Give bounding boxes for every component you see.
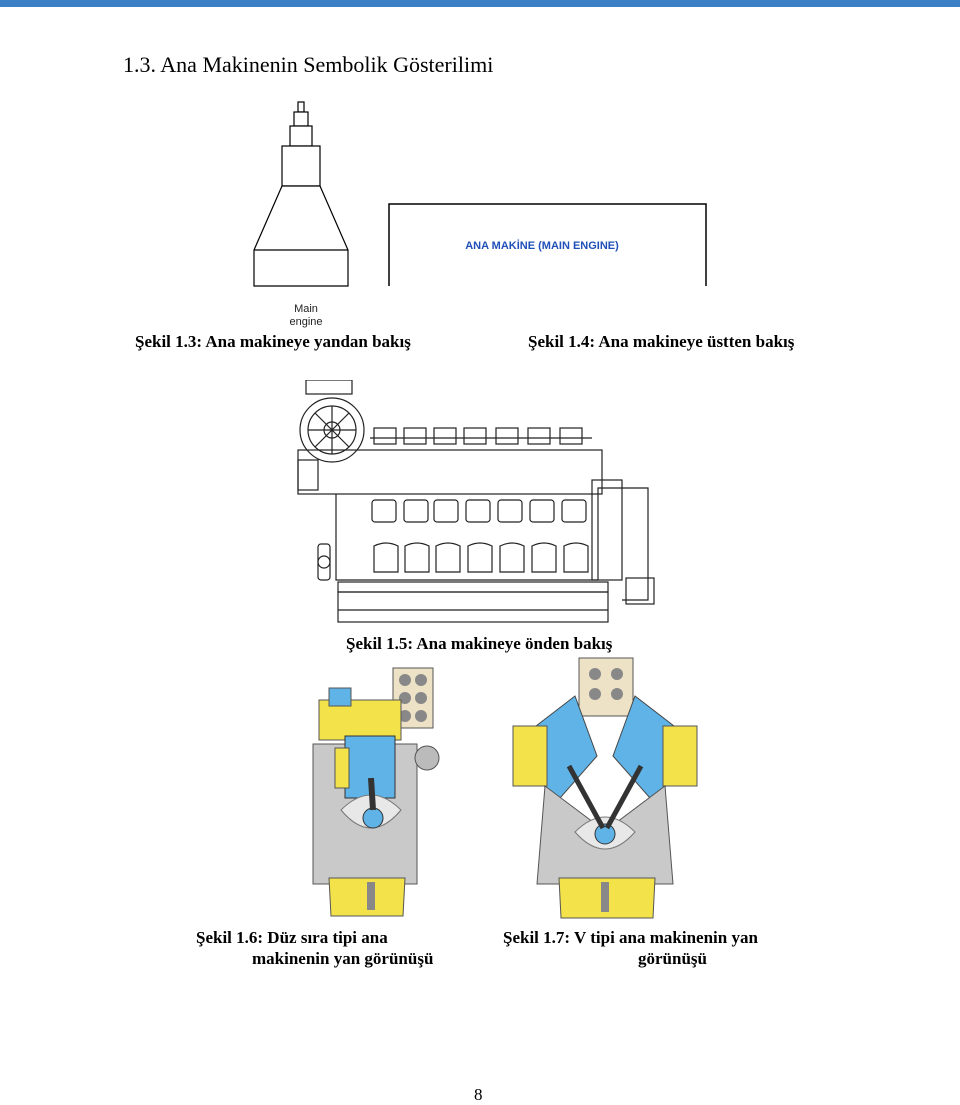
- top-accent-bar: [0, 0, 960, 7]
- section-heading: 1.3. Ana Makinenin Sembolik Gösterilimi: [123, 52, 494, 77]
- caption-fig-1-3: Şekil 1.3: Ana makineye yandan bakış: [135, 332, 411, 351]
- side-view-label-main: Main: [294, 303, 318, 315]
- turbocharger-icon: [299, 397, 365, 463]
- page-number: 8: [474, 1085, 483, 1104]
- front-view-drawing: [297, 380, 655, 623]
- caption-fig-1-4: Şekil 1.4: Ana makineye üstten bakış: [528, 332, 795, 351]
- top-view-symbol-figure: ANA MAKİNE (MAIN ENGINE): [388, 203, 707, 286]
- caption-fig-1-6-line2: makinenin yan görünüşü: [252, 949, 434, 968]
- caption-fig-1-5: Şekil 1.5: Ana makineye önden bakış: [346, 634, 613, 653]
- side-view-symbol-figure: Main engine: [253, 101, 349, 328]
- caption-fig-1-7-line2: görünüşü: [638, 949, 707, 968]
- inline-engine-section: [312, 667, 440, 917]
- caption-fig-1-7-line1: Şekil 1.7: V tipi ana makinenin yan: [503, 928, 758, 947]
- caption-fig-1-6-line1: Şekil 1.6: Düz sıra tipi ana: [196, 928, 388, 947]
- v-engine-section: [512, 657, 698, 919]
- side-view-label-engine: engine: [289, 316, 322, 328]
- top-view-label: ANA MAKİNE (MAIN ENGINE): [465, 239, 619, 252]
